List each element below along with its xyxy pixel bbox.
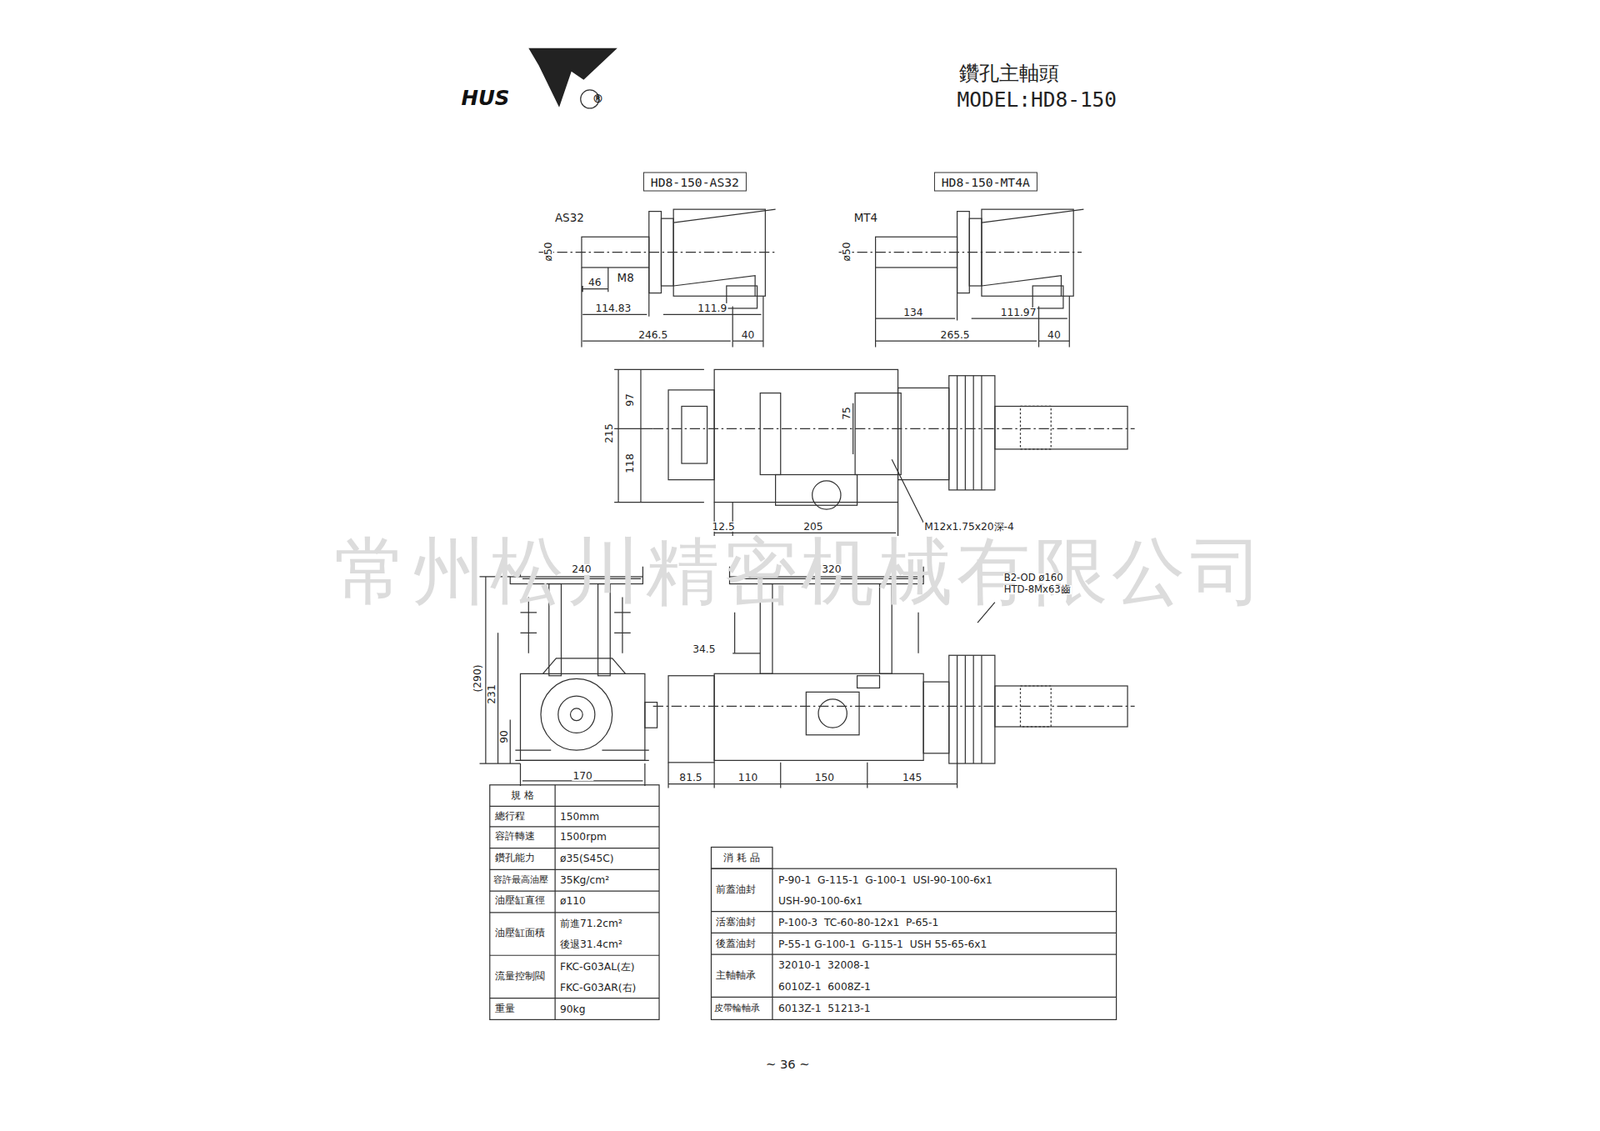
dimension-label: 320 [820,564,842,575]
table-cell: 容許轉速 [494,831,536,842]
dimension-label: 231 [486,683,497,705]
dimension-label: (290) [472,664,483,694]
model-box: HD8-150-MT4A [934,171,1038,191]
dimension-label: M12x1.75x20深-4 [923,521,1015,532]
dimension-label: 114.83 [595,303,633,314]
dimension-label: 97 [624,392,635,408]
table-cell: 150mm [559,810,600,821]
dimension-label: ø50 [542,241,553,263]
dimension-label: 81.5 [678,772,703,783]
table-cell: 規 格 [510,790,535,800]
logo-text: ® [592,93,604,105]
dimension-label: M8 [616,273,635,285]
dimension-label: HTD-8Mx63齒 [1003,585,1072,595]
dimension-label: 246.5 [637,330,669,340]
dimension-label: 134 [902,307,924,318]
table-cell: 後退31.4cm² [559,939,624,950]
table-cell: 鑽孔能力 [494,853,536,864]
table-cell: 前進71.2cm² [559,918,624,929]
table-cell: 活塞油封 [715,917,757,928]
model-box: HD8-150-AS32 [643,171,747,191]
table-cell: 總行程 [494,811,526,822]
table-cell: 皮帶輪軸承 [713,1003,761,1013]
dimension-label: 111.97 [1000,307,1038,318]
table-cell: 32010-1 32008-1 [777,960,871,970]
dimension-label: 170 [571,770,593,780]
table-cell: 油壓缸面積 [494,929,546,940]
dimension-label: 75 [841,405,852,421]
table-cell: FKC-G03AL(左) [559,960,636,971]
table-cell: 油壓缸直徑 [494,895,546,906]
table-cell: ø110 [559,895,587,906]
dimension-label: 205 [802,521,824,532]
dimension-label: 240 [570,564,592,575]
table-cell: 流量控制閥 [494,971,546,982]
model-name: HD8-150-AS32 [650,174,740,189]
table-cell: P-90-1 G-115-1 G-100-1 USI-90-100-6x1 [777,874,994,885]
dimension-label: 40 [740,330,756,340]
model-name: HD8-150-MT4A [941,174,1030,189]
table-cell: FKC-G03AR(右) [559,982,637,993]
table-cell: P-55-1 G-100-1 G-115-1 USH 55-65-6x1 [777,939,988,950]
dimension-label: 150 [814,772,835,783]
dimension-label: ø50 [841,241,852,263]
dimension-label: 110 [737,772,759,783]
table-cell: 容許最高油壓 [492,875,550,885]
table-cell: USH-90-100-6x1 [777,895,864,906]
dimension-label: 118 [624,452,635,474]
logo-text: HUS [460,87,510,108]
title: 鑽孔主軸頭 [959,63,1060,84]
table-cell: 前蓋油封 [715,885,757,895]
table-cell: 消 耗 品 [722,851,761,862]
dimension-label: 34.5 [691,644,716,655]
watermark: 常州松川精密机械有限公司 [334,535,1267,609]
dimension-label: 12.5 [711,521,736,532]
table-cell: P-100-3 TC-60-80-12x1 P-65-1 [777,917,940,928]
table-cell: 35Kg/cm² [559,874,610,885]
table-cell: 後蓋油封 [715,939,757,950]
table-cell: 重量 [494,1004,516,1015]
table-cell: 6013Z-1 51213-1 [777,1003,871,1014]
table-cell: 1500rpm [559,831,608,842]
table-cell: 6010Z-1 6008Z-1 [777,981,872,992]
model-name: MODEL:HD8-150 [957,90,1118,110]
dimension-label: 265.5 [940,330,971,340]
table-cell: 主軸軸承 [715,970,757,981]
dimension-label: 40 [1046,330,1062,340]
dimension-label: AS32 [554,212,585,224]
dimension-label: 46 [587,277,603,288]
dimension-label: 111.9 [696,303,728,314]
dimension-label: 90 [499,729,510,745]
table-cell: ~ 36 ~ [765,1058,811,1071]
table-cell: ø35(S45C) [559,853,615,864]
dimension-label: MT4 [853,212,879,224]
dimension-label: B2-OD ø160 [1003,573,1065,584]
table-cell: 90kg [559,1004,586,1015]
dimension-label: 215 [604,423,615,445]
dimension-label: 145 [901,772,923,783]
